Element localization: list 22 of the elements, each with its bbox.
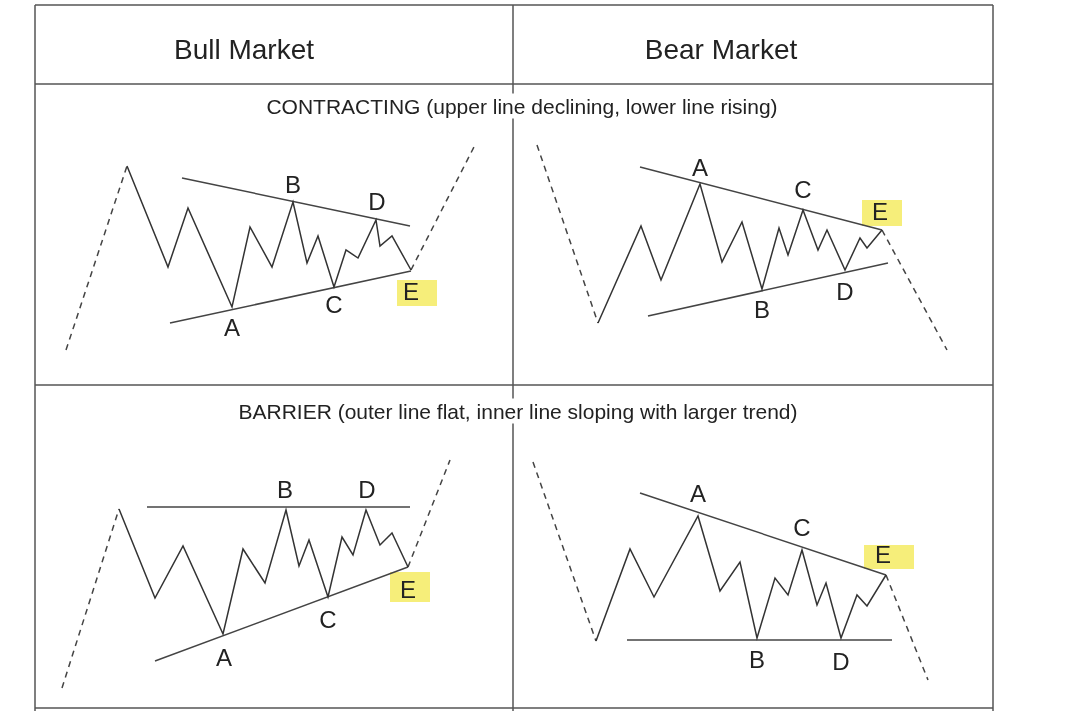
point-label: C xyxy=(319,608,337,632)
point-label: A xyxy=(216,646,232,670)
point-label: D xyxy=(358,478,376,502)
point-label: C xyxy=(794,178,812,202)
point-label: E xyxy=(872,200,888,224)
point-label: A xyxy=(692,156,708,180)
point-label: A xyxy=(690,482,706,506)
point-label: E xyxy=(875,543,891,567)
point-label: D xyxy=(832,650,850,674)
point-label: D xyxy=(836,280,854,304)
point-label: B xyxy=(749,648,765,672)
point-label: B xyxy=(285,173,301,197)
point-label: D xyxy=(368,190,386,214)
point-label: E xyxy=(403,280,419,304)
point-label: B xyxy=(754,298,770,322)
point-label: C xyxy=(325,293,343,317)
column-header: Bear Market xyxy=(644,36,798,64)
point-label: A xyxy=(224,316,240,340)
point-label: B xyxy=(277,478,293,502)
column-header: Bull Market xyxy=(174,36,314,64)
point-label: E xyxy=(400,578,416,602)
point-label: C xyxy=(793,516,811,540)
